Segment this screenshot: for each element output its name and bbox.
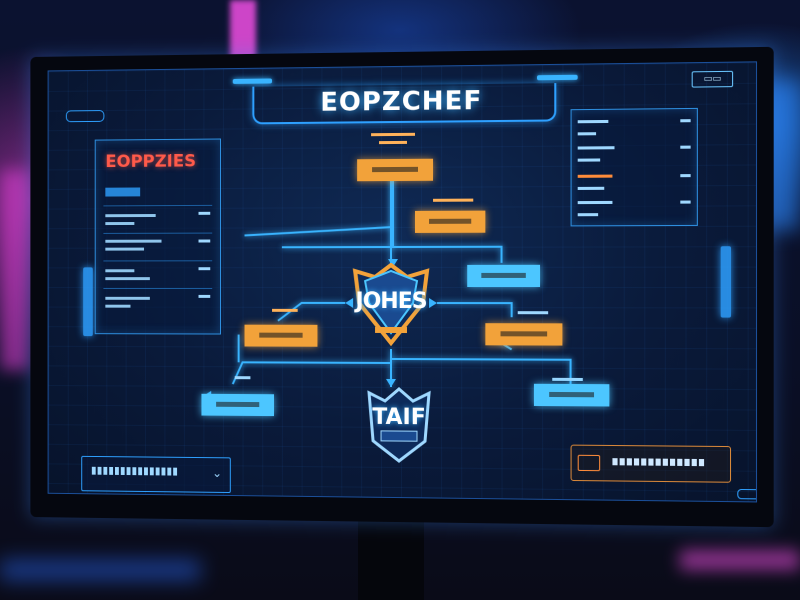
node-caption: [517, 311, 549, 315]
bottom-right-control[interactable]: [570, 444, 732, 483]
screen: ▭▭ EOPZCHEF EOPPZIES: [47, 61, 758, 503]
flow-node-right-blue[interactable]: [467, 264, 541, 287]
flow-node-right-orange[interactable]: [485, 323, 563, 346]
main-emblem-text: JOHES: [355, 288, 427, 315]
gamepad-icon: [577, 454, 601, 472]
badge-icon: [367, 386, 430, 463]
chevron-down-icon: ⌄: [212, 466, 222, 481]
flow-node-bottom-left[interactable]: [201, 393, 275, 417]
node-caption: [433, 198, 474, 202]
flow-node-bottom-right[interactable]: [533, 383, 610, 407]
neon-light: [230, 0, 256, 60]
bottom-dropdown[interactable]: ⌄: [81, 455, 231, 494]
node-caption: [234, 376, 251, 380]
neon-light: [0, 560, 200, 580]
flow-node-left[interactable]: [244, 324, 318, 347]
flow-node-second[interactable]: [414, 210, 486, 233]
monitor-stand: [358, 520, 424, 600]
node-caption: [379, 140, 407, 145]
shield-icon: [353, 262, 429, 347]
team-emblem-bottom[interactable]: TAIF: [359, 386, 439, 468]
node-caption: [371, 132, 415, 137]
status-pill: [737, 488, 758, 500]
node-caption: [272, 308, 298, 312]
flow-node-top[interactable]: [357, 158, 434, 182]
control-label: [612, 458, 706, 467]
status-pill: [62, 492, 103, 503]
dropdown-value: [91, 466, 180, 476]
bottom-emblem-text: TAIF: [372, 404, 426, 431]
team-emblem-main[interactable]: JOHES: [345, 262, 437, 349]
monitor: ▭▭ EOPZCHEF EOPPZIES: [30, 46, 774, 528]
neon-light: [0, 170, 30, 370]
node-caption: [552, 377, 583, 382]
neon-light: [680, 550, 800, 570]
